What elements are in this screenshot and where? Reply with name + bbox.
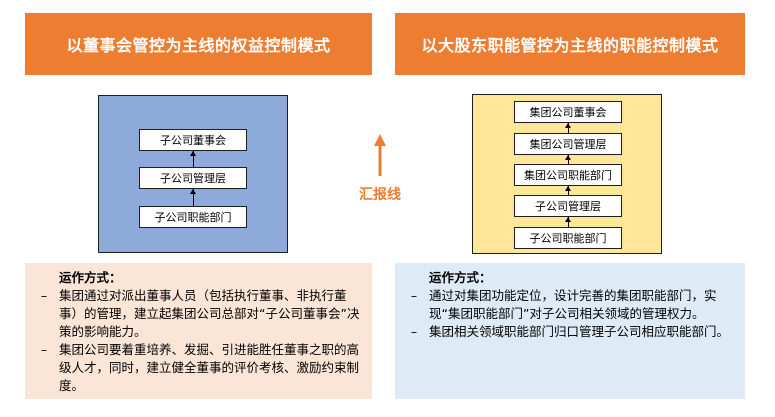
- left-model-header: 以董事会管控为主线的权益控制模式: [25, 13, 372, 75]
- node-subsidiary-functional-dept: 子公司职能部门: [139, 206, 247, 228]
- bullet-text: 集团通过对派出董事人员（包括执行董事、非执行董事）的管理，建立起集团公司总部对“…: [59, 288, 360, 339]
- bullet-marker: –: [40, 342, 48, 357]
- bullet-marker: –: [40, 288, 48, 303]
- right-operation-description: 运作方式： – 通过对集团功能定位，设计完善的集团职能部门，实现“集团职能部门”…: [395, 263, 745, 399]
- node-subsidiary-board: 子公司董事会: [139, 129, 247, 151]
- list-item: – 集团通过对派出董事人员（包括执行董事、非执行董事）的管理，建立起集团公司总部…: [31, 287, 364, 341]
- operation-mode-title: 运作方式：: [429, 270, 492, 285]
- node-group-management: 集团公司管理层: [514, 133, 622, 155]
- bullet-text: 通过对集团功能定位，设计完善的集团职能部门，实现“集团职能部门”对子公司相关领域…: [429, 288, 717, 321]
- bullet-marker: –: [410, 324, 418, 339]
- report-line-label: 汇报线: [359, 187, 401, 203]
- bullet-marker: –: [410, 288, 418, 303]
- operation-mode-title: 运作方式：: [59, 270, 122, 285]
- node-group-functional-dept: 集团公司职能部门: [514, 164, 622, 186]
- node-group-board: 集团公司董事会: [514, 101, 622, 123]
- left-hierarchy-panel: 子公司董事会 子公司管理层 子公司职能部门: [98, 95, 288, 253]
- list-item: – 集团公司要着重培养、发掘、引进能胜任董事之职的高级人才，同时，建立健全董事的…: [31, 341, 364, 395]
- right-model-header: 以大股东职能管控为主线的职能控制模式: [395, 13, 745, 75]
- node-subsidiary-management: 子公司管理层: [139, 167, 247, 189]
- left-operation-description: 运作方式： – 集团通过对派出董事人员（包括执行董事、非执行董事）的管理，建立起…: [25, 263, 372, 399]
- list-item: – 集团相关领域职能部门归口管理子公司相应职能部门。: [401, 323, 737, 341]
- right-hierarchy-panel: 集团公司董事会 集团公司管理层 集团公司职能部门 子公司管理层 子公司职能部门: [472, 94, 662, 254]
- node-subsidiary-functional-dept: 子公司职能部门: [514, 227, 622, 249]
- bullet-text: 集团公司要着重培养、发掘、引进能胜任董事之职的高级人才，同时，建立健全董事的评价…: [59, 342, 360, 393]
- bullet-text: 集团相关领域职能部门归口管理子公司相应职能部门。: [429, 324, 730, 339]
- node-subsidiary-management: 子公司管理层: [514, 195, 622, 217]
- report-line-arrow-icon: [374, 134, 386, 176]
- list-item: – 通过对集团功能定位，设计完善的集团职能部门，实现“集团职能部门”对子公司相关…: [401, 287, 737, 323]
